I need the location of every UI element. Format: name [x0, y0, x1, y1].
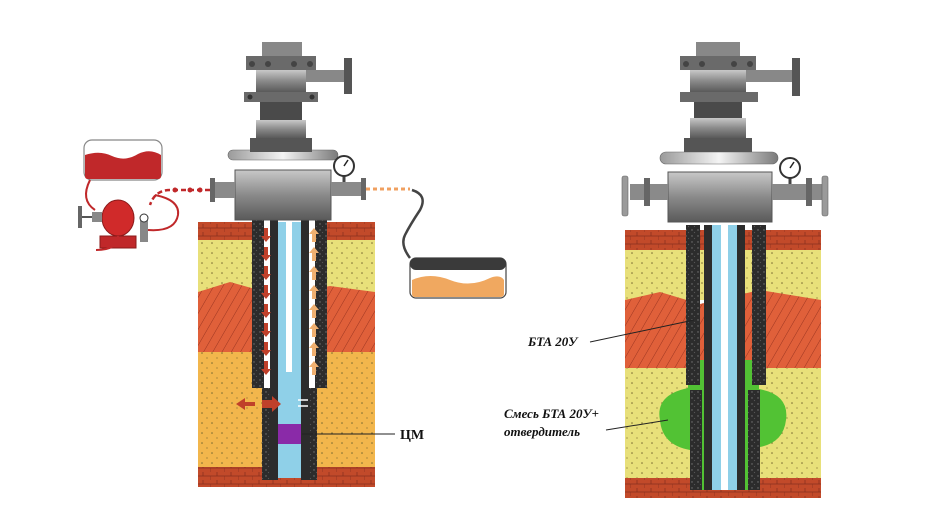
receiving-tank [409, 257, 507, 299]
flow-arrow-up [309, 361, 319, 375]
flow-arrow-down [261, 342, 271, 356]
well-casing-right [686, 225, 766, 490]
flow-arrow-up [309, 304, 319, 318]
mixture-label: Смесь БТА 20У+ отвердитель [504, 406, 669, 439]
bta-label: БТА 20У [527, 319, 695, 349]
flow-arrow-up [309, 228, 319, 242]
pump [78, 194, 180, 251]
label-mixture-line2: отвердитель [504, 424, 580, 439]
tubing-left [278, 222, 308, 478]
formation-arrows [236, 396, 281, 412]
flow-arrow-up [309, 285, 319, 299]
wellhead-left [210, 42, 366, 221]
label-cm: ЦМ [400, 428, 424, 443]
flow-arrow-down [261, 247, 271, 261]
wellhead-right [621, 42, 829, 223]
flow-arrows-up [309, 228, 319, 375]
flow-arrow-up [309, 342, 319, 356]
left-diagram: ЦМ [78, 42, 507, 487]
outlet-line [366, 187, 424, 259]
flow-arrow-down [261, 361, 271, 375]
flow-arrow-down [261, 228, 271, 242]
flow-arrow-down [261, 266, 271, 280]
flow-arrow-down [261, 285, 271, 299]
flow-arrow-up [309, 323, 319, 337]
flow-arrow-up [309, 266, 319, 280]
inlet-line [148, 187, 210, 206]
flow-arrow-down [261, 323, 271, 337]
right-diagram: БТА 20У Смесь БТА 20У+ отвердитель [504, 42, 829, 498]
cement-marker [278, 424, 301, 444]
cement-label: ЦМ [302, 428, 424, 443]
label-bta: БТА 20У [527, 334, 579, 349]
flow-arrows-down [261, 228, 271, 375]
supply-tank [83, 139, 163, 211]
flow-arrow-down [261, 304, 271, 318]
flow-arrow-up [309, 247, 319, 261]
label-mixture-line1: Смесь БТА 20У+ [504, 406, 599, 421]
